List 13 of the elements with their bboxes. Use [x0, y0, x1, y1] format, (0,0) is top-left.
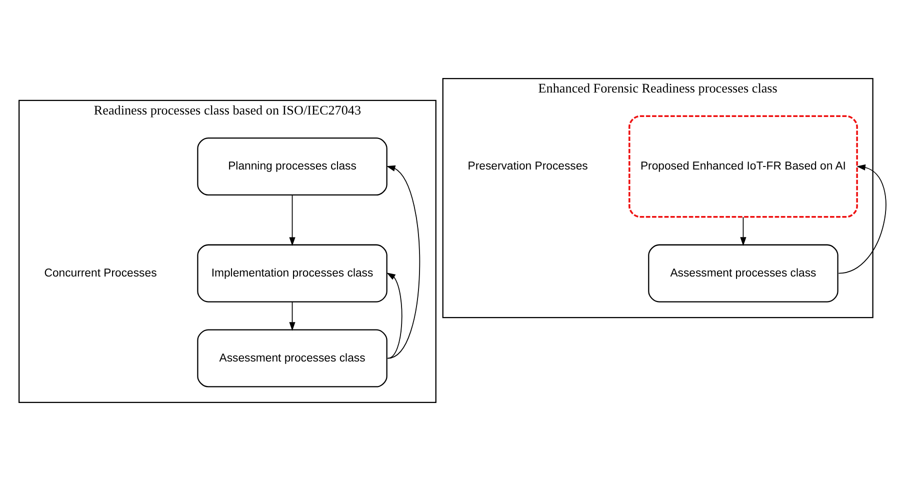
arrow [386, 272, 402, 358]
arrow [386, 164, 420, 358]
label: Concurrent Processes [44, 266, 157, 279]
node-box: Assessment processes class [197, 328, 388, 387]
arrow [838, 164, 886, 274]
node-box: Planning processes class [197, 136, 388, 196]
arrow [289, 300, 296, 330]
arrow [740, 216, 746, 246]
node-box: Implementation processes class [197, 244, 388, 302]
label: Preservation Processes [468, 160, 588, 172]
node-box: Assessment processes class [648, 244, 838, 302]
node-box: Proposed Enhanced IoT-FR Based on AI [628, 114, 858, 218]
arrow [289, 194, 296, 246]
